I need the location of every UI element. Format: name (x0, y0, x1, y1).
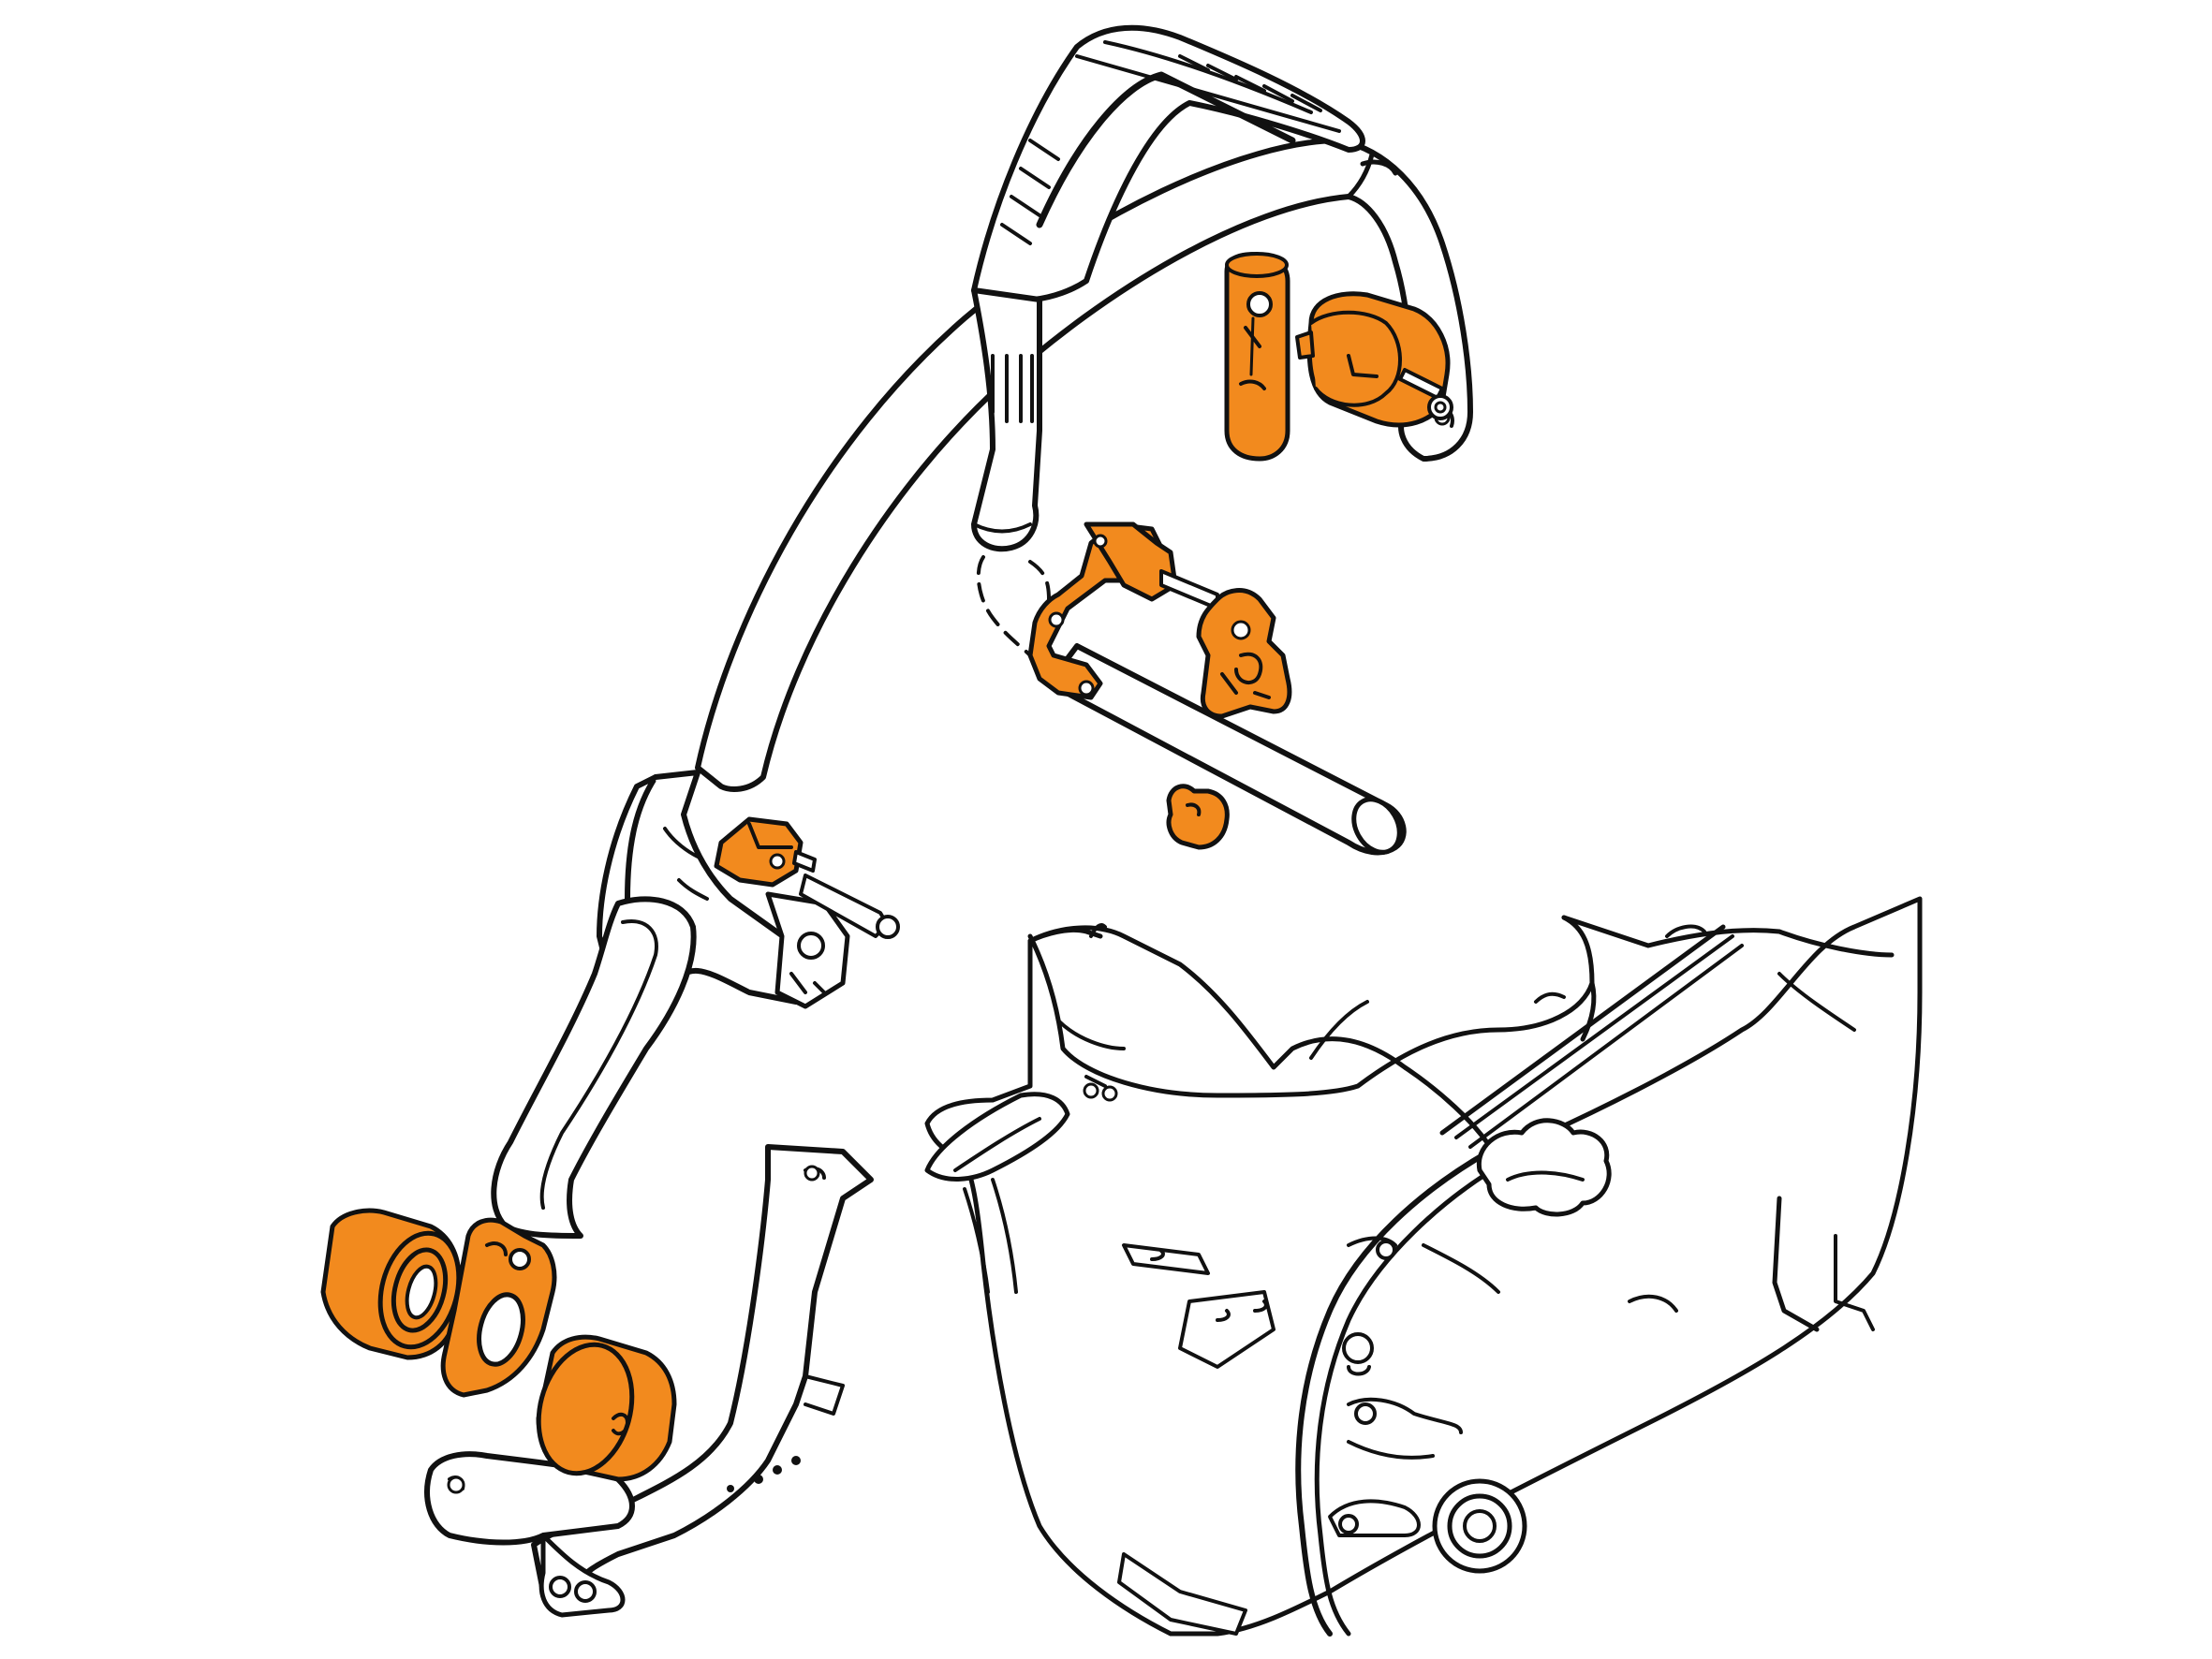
rear-handle (491, 770, 900, 1239)
guide-rod (1046, 643, 1407, 856)
clamp-jaw (1196, 588, 1292, 719)
engine-housing (924, 896, 1923, 1637)
anti-vibration-buffer-rear (714, 816, 817, 888)
anti-vibration-buffer-upper (1224, 252, 1290, 462)
buffer-cylinder (1295, 291, 1453, 428)
wrap-handle (695, 24, 1473, 792)
buffer-ring-bracket (440, 1217, 557, 1398)
buffer-large (536, 1334, 677, 1482)
clamp-bracket (1027, 521, 1219, 700)
round-plug (1432, 1478, 1527, 1574)
fuel-cap (1476, 1118, 1612, 1217)
handle-mount-bracket (424, 1144, 874, 1618)
retaining-clip (1166, 784, 1230, 850)
